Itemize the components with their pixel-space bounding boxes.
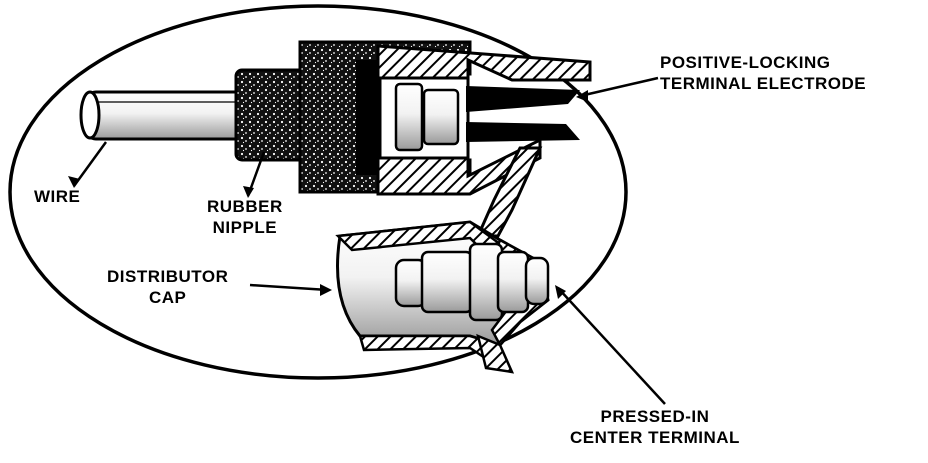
electrode-prong-upper — [466, 86, 580, 112]
label-distributor-cap: DISTRIBUTOR CAP — [107, 266, 228, 308]
label-pressed-in-line2: CENTER TERMINAL — [570, 428, 740, 447]
leader-center-terminal — [557, 287, 666, 405]
leader-cap — [249, 283, 329, 292]
nipple-collar — [356, 60, 380, 175]
leader-electrode — [579, 76, 659, 98]
wire-body — [79, 90, 248, 141]
label-wire: WIRE — [34, 187, 81, 206]
label-pressed-in: PRESSED-IN CENTER TERMINAL — [570, 406, 740, 448]
cap-stem — [475, 146, 543, 238]
label-rubber-nipple-line2: NIPPLE — [212, 218, 278, 237]
label-pressed-in-line1: PRESSED-IN — [600, 407, 710, 426]
label-positive-locking-line2: TERMINAL ELECTRODE — [660, 74, 867, 93]
label-positive-locking-line1: POSITIVE-LOCKING — [660, 53, 831, 72]
label-distributor-cap-line1: DISTRIBUTOR — [107, 267, 229, 286]
label-rubber-nipple-line1: RUBBER — [207, 197, 283, 216]
label-distributor-cap-line2: CAP — [148, 288, 187, 307]
label-positive-locking: POSITIVE-LOCKING TERMINAL ELECTRODE — [660, 52, 866, 94]
rubber-nipple-ring — [234, 68, 308, 162]
cap-tower-top — [376, 44, 592, 82]
label-rubber-nipple: RUBBER NIPPLE — [207, 196, 283, 238]
leader-lines — [72, 76, 666, 405]
electrode-prong-lower — [466, 122, 580, 142]
outline-ellipse — [8, 4, 628, 380]
leader-wire — [72, 141, 108, 187]
center-terminal — [394, 242, 550, 322]
